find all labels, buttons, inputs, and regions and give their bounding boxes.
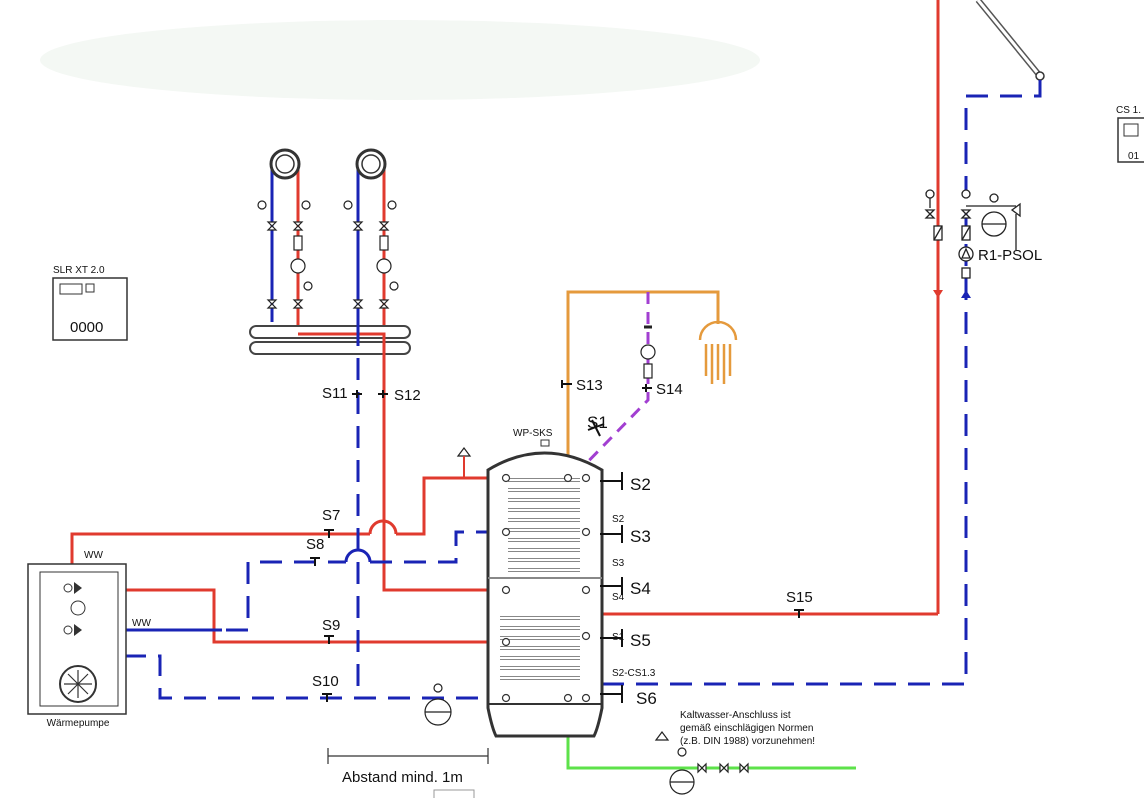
solar-flow-pipe [602, 0, 943, 616]
tank-sensor-s2: S2 [612, 514, 625, 525]
distance-dimension [327, 748, 489, 764]
sensor-s7: S7 [322, 507, 340, 524]
sensor-s9: S9 [322, 617, 340, 634]
heat-pump-label: Wärmepumpe [47, 718, 110, 729]
expansion-vessel [424, 683, 452, 726]
heat-pump-fan-icon [59, 665, 97, 703]
sensor-s15: S15 [786, 589, 813, 606]
tank-sensor-s1: S1 [612, 632, 625, 643]
cold-water-note-line2: gemäß einschlägigen Normen [680, 723, 813, 734]
cs-controller-display: 01 [1128, 151, 1140, 162]
sensor-s10: S10 [312, 673, 339, 690]
scan-smudge [40, 20, 760, 100]
sensor-s14: S14 [656, 381, 683, 398]
page-handle-icon [433, 789, 475, 798]
solar-station [924, 189, 1021, 279]
sensor-marks [310, 380, 804, 703]
distance-label: Abstand mind. 1m [342, 769, 463, 786]
solar-return-pipe [602, 80, 1042, 686]
heat-pump-ww-top: WW [84, 550, 103, 561]
sensor-s11: S11 [322, 385, 348, 402]
tank-sensor-s4: S4 [612, 592, 625, 603]
heat-pump-ww-mid: WW [132, 618, 151, 629]
tank-label: WP-SKS [513, 428, 553, 439]
sensor-s3: S3 [630, 527, 651, 546]
safety-valve [456, 447, 472, 478]
tank-solar-coil [500, 616, 580, 680]
heating-circuit-fittings [257, 200, 399, 309]
solar-station-label: R1-PSOL [978, 247, 1042, 264]
cold-water-fittings [654, 731, 749, 795]
sensor-s5: S5 [630, 631, 651, 650]
sensor-s12: S12 [394, 387, 421, 404]
sensor-s13: S13 [576, 377, 603, 394]
flow-pipes [70, 332, 570, 644]
cs-controller [1117, 117, 1144, 163]
solar-collector-line [975, 0, 1045, 81]
circulation-fittings [640, 325, 656, 379]
sensor-s8: S8 [306, 536, 324, 553]
tank-connections [501, 473, 591, 703]
circulation-pipe [570, 292, 650, 480]
sensor-s4: S4 [630, 579, 651, 598]
slr-controller [52, 277, 128, 341]
tank-upper-coil [508, 478, 580, 572]
sensor-s1: S1 [587, 413, 608, 432]
sensor-s2: S2 [630, 475, 651, 494]
storage-tank [486, 439, 604, 738]
slr-controller-display: 0000 [70, 319, 103, 336]
sensor-s6: S6 [636, 689, 657, 708]
tank-sensor-cs: S2-CS1.3 [612, 668, 656, 679]
cold-water-note-line3: (z.B. DIN 1988) vorzunehmen! [680, 736, 815, 747]
slr-controller-title: SLR XT 2.0 [53, 265, 105, 276]
cs-controller-title: CS 1. [1116, 105, 1141, 116]
dhw-tap [698, 320, 738, 384]
cold-water-note-line1: Kaltwasser-Anschluss ist [680, 710, 791, 721]
tank-sensor-s3: S3 [612, 558, 625, 569]
heating-distributor [249, 325, 411, 355]
